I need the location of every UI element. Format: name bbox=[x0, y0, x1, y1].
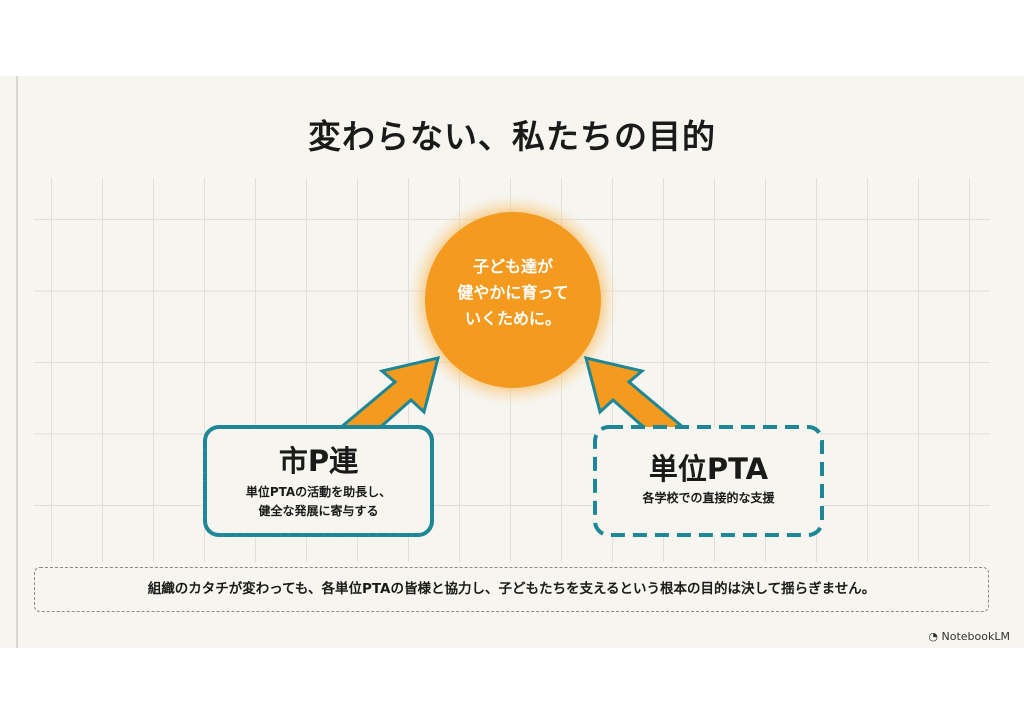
goal-line: いくために。 bbox=[464, 309, 561, 328]
diagram-art bbox=[202, 194, 824, 538]
left-box-desc: 単位PTAの活動を助長し、 健全な発展に寄与する bbox=[205, 483, 432, 521]
goal-text: 子ども達が 健やかに育って いくために。 bbox=[425, 254, 601, 332]
note-box: 組織のカタチが変わっても、各単位PTAの皆様と協力し、子どもたちを支えるという根… bbox=[34, 567, 989, 612]
brand-label: ◔ NotebookLM bbox=[928, 630, 1010, 643]
notebooklm-logo-icon: ◔ bbox=[928, 630, 942, 643]
margin-line bbox=[16, 76, 18, 648]
left-box-title: 市P連 bbox=[278, 444, 359, 478]
desc-line: 単位PTAの活動を助長し、 bbox=[245, 485, 392, 499]
slide-title: 変わらない、私たちの目的 bbox=[308, 117, 716, 156]
goal-circle bbox=[425, 212, 601, 388]
right-box-desc: 各学校での直接的な支援 bbox=[642, 491, 775, 505]
brand-text: NotebookLM bbox=[941, 630, 1010, 643]
desc-line: 健全な発展に寄与する bbox=[258, 504, 379, 518]
goal-line: 子ども達が bbox=[472, 257, 553, 276]
slide: 変わらない、私たちの目的 子ども達が 健やかに育って いくために。 市P連 単位… bbox=[0, 76, 1024, 648]
right-box-border bbox=[593, 425, 824, 537]
right-box-title: 単位PTA bbox=[648, 452, 769, 486]
goal-line: 健やかに育って bbox=[457, 283, 569, 302]
